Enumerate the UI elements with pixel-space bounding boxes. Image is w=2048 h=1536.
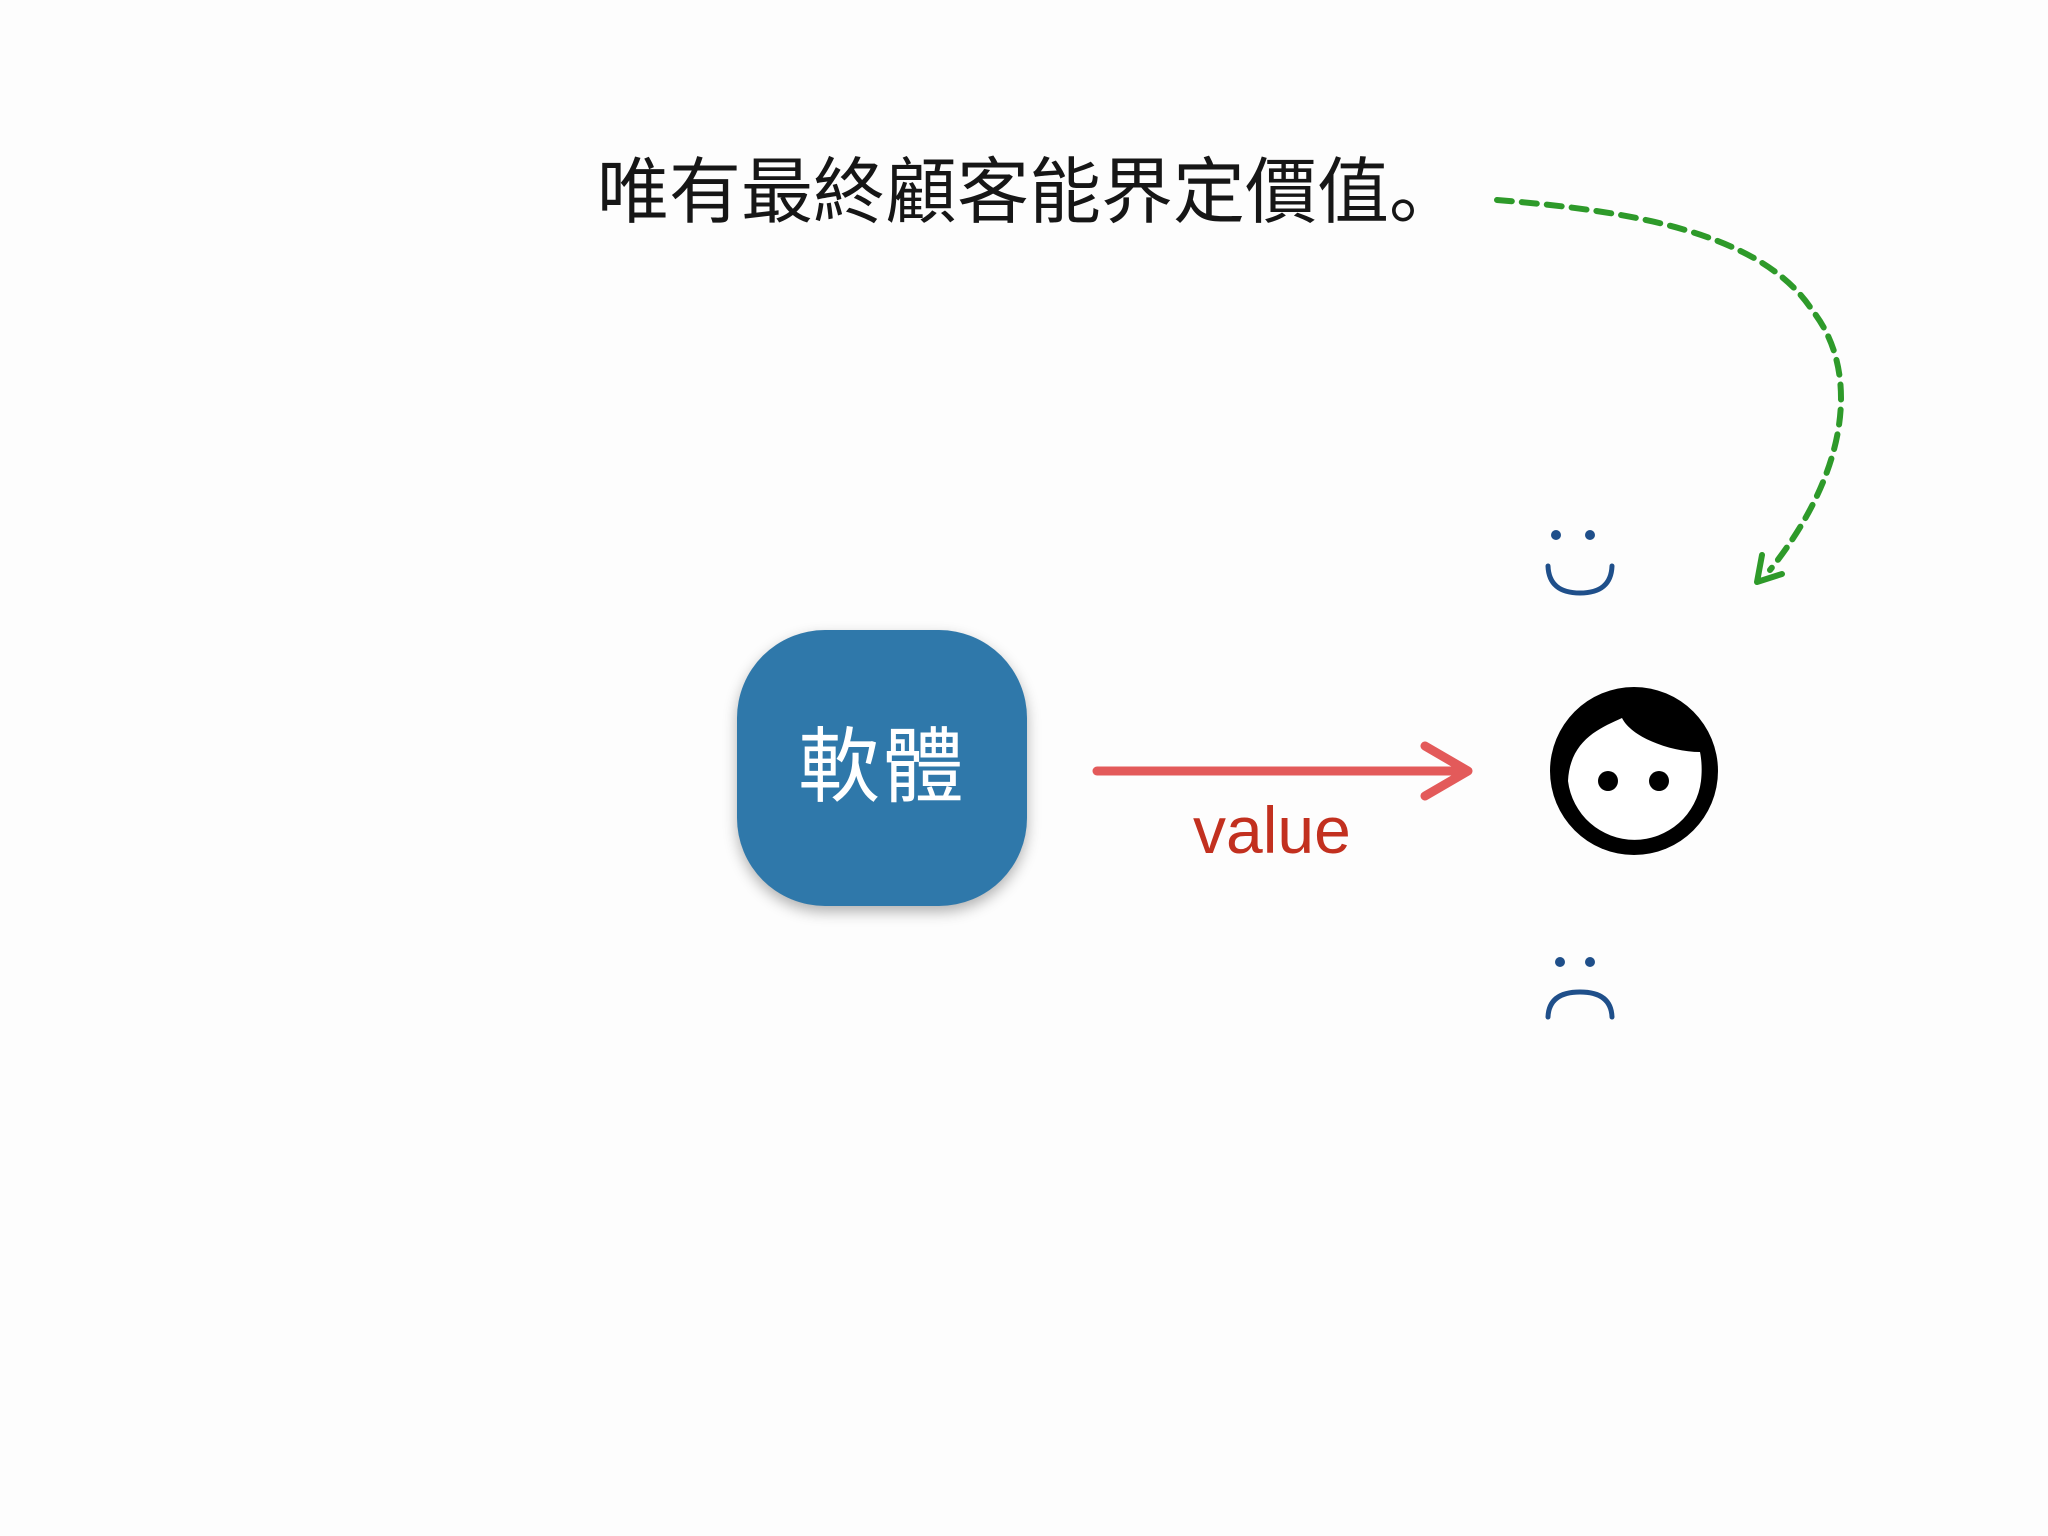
headline-text: 唯有最終顧客能界定價值。	[597, 150, 1462, 234]
value-label: value	[1193, 793, 1351, 867]
smiley-icon	[1545, 530, 1615, 596]
feedback-arrow	[1494, 197, 1844, 585]
frowny-icon	[1545, 957, 1615, 1020]
value-arrow	[1092, 741, 1473, 801]
software-box: 軟體	[737, 630, 1027, 906]
customer-face-icon	[1550, 687, 1718, 855]
software-label: 軟體	[797, 720, 966, 815]
